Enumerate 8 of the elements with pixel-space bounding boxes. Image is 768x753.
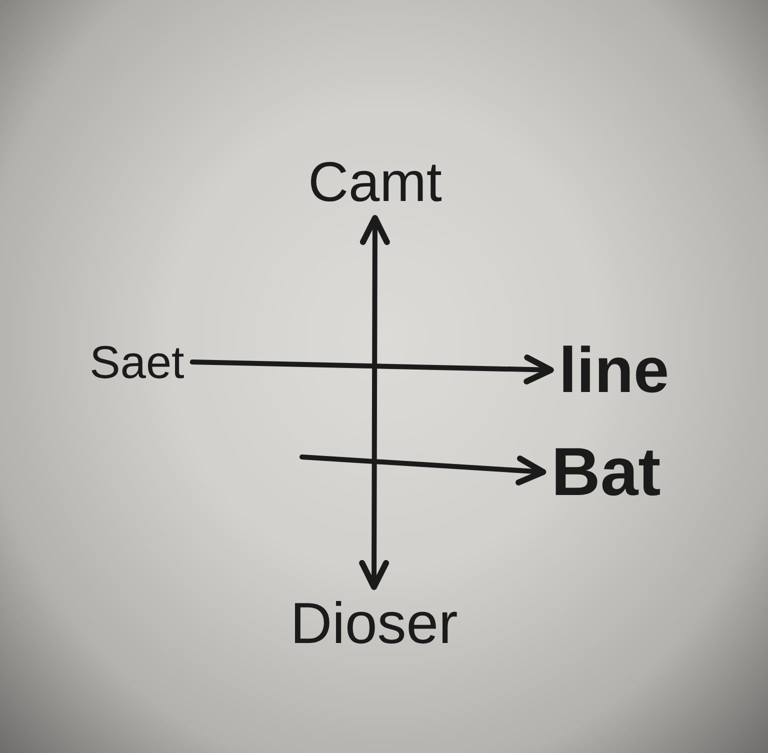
arrow [300,454,546,486]
handwritten-label: line [558,338,670,402]
handwritten-label: Camt [308,154,442,210]
handwritten-label: Bat [551,438,661,506]
arrow [190,354,554,384]
handwritten-label: Dioser [290,595,458,653]
handwritten-label: Saet [90,339,184,385]
double-headed-arrow [359,215,390,590]
